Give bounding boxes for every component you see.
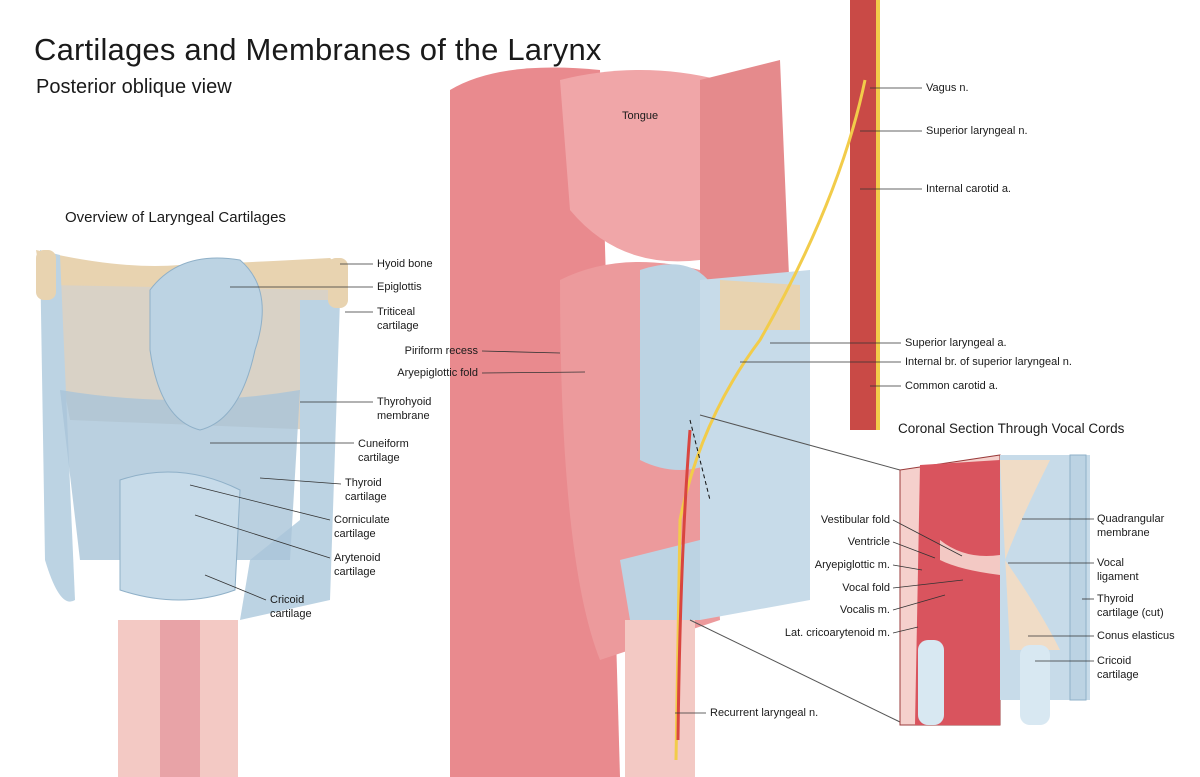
label-recurrent-laryngeal-n: Recurrent laryngeal n. <box>710 707 819 719</box>
epiglottis <box>149 257 263 431</box>
thyroid-lamina-right <box>240 300 340 620</box>
label-vagus-n: Vagus n. <box>926 82 969 94</box>
label-internal-branch-superior-laryngeal-n: Internal br. of superior laryngeal n. <box>905 356 1072 368</box>
overview-larynx-illustration <box>36 250 348 777</box>
page-subtitle: Posterior oblique view <box>36 76 232 98</box>
label-cricoid-cartilage-coronal: Cricoid cartilage <box>1097 655 1139 681</box>
carotid-artery <box>850 0 880 430</box>
page-title: Cartilages and Membranes of the Larynx <box>34 32 602 67</box>
coronal-section-illustration <box>899 454 1090 726</box>
label-thyroid-cartilage-cut: Thyroid cartilage (cut) <box>1097 593 1164 619</box>
label-superior-laryngeal-n: Superior laryngeal n. <box>926 125 1028 137</box>
label-cricoid-cartilage: Cricoid cartilage <box>270 594 312 620</box>
label-thyroid-cartilage: Thyroid cartilage <box>345 477 387 503</box>
label-triticeal-cartilage: Triticeal cartilage <box>377 306 419 332</box>
tongue <box>560 70 720 262</box>
posterior-larynx-illustration <box>450 0 901 777</box>
coronal-heading: Coronal Section Through Vocal Cords <box>898 421 1125 436</box>
label-piriform-recess: Piriform recess <box>404 345 478 357</box>
pharyngeal-wall <box>450 67 620 777</box>
label-aryepiglottic-fold: Aryepiglottic fold <box>397 367 478 379</box>
label-superior-laryngeal-a: Superior laryngeal a. <box>905 337 1007 349</box>
label-lat-cricoarytenoid-m: Lat. cricoarytenoid m. <box>784 627 890 639</box>
label-vocalis-m: Vocalis m. <box>839 604 890 616</box>
label-tongue: Tongue <box>622 110 659 122</box>
label-vocal-ligament: Vocal ligament <box>1097 557 1139 583</box>
overview-heading: Overview of Laryngeal Cartilages <box>65 209 286 226</box>
label-vocal-fold: Vocal fold <box>842 582 890 594</box>
label-conus-elasticus: Conus elasticus <box>1097 630 1175 642</box>
label-internal-carotid-a: Internal carotid a. <box>926 183 1011 195</box>
leader-lines <box>189 87 1094 714</box>
label-arytenoid-cartilage: Arytenoid cartilage <box>334 552 381 578</box>
cricoid-cartilage <box>119 471 241 601</box>
label-ventricle: Ventricle <box>847 536 890 548</box>
label-thyrohyoid-membrane: Thyrohyoid membrane <box>377 396 432 422</box>
label-cuneiform-cartilage: Cuneiform cartilage <box>358 438 409 464</box>
label-epiglottis: Epiglottis <box>377 281 422 293</box>
label-vestibular-fold: Vestibular fold <box>820 514 890 526</box>
label-common-carotid-a: Common carotid a. <box>905 380 998 392</box>
label-hyoid-bone: Hyoid bone <box>377 258 433 270</box>
nerve <box>674 79 867 761</box>
label-quadrangular-membrane: Quadrangular membrane <box>1097 513 1165 539</box>
label-aryepiglottic-m: Aryepiglottic m. <box>814 559 890 571</box>
thyroid-lamina-left <box>40 250 75 602</box>
label-corniculate-cartilage: Corniculate cartilage <box>334 514 390 540</box>
